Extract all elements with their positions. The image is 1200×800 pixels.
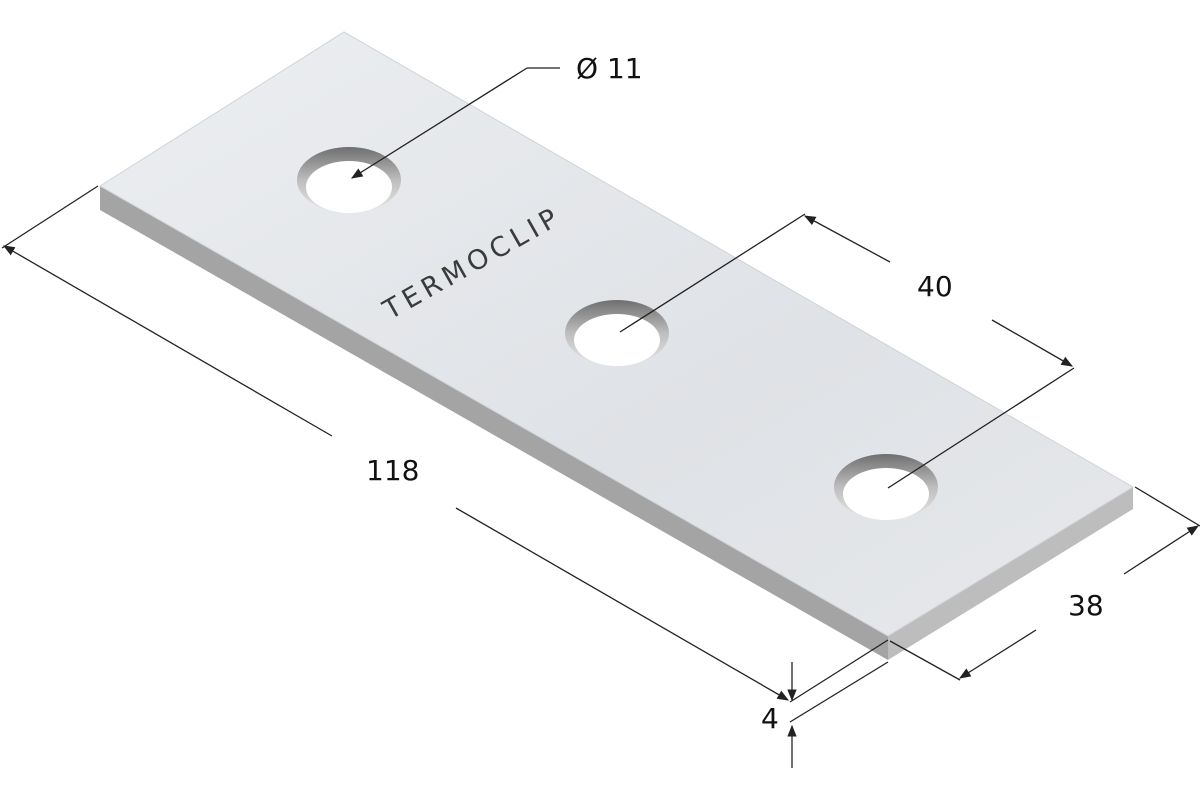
metal-plate: TERMOCLIP: [99, 31, 1134, 660]
mounting-hole-2: [565, 300, 669, 366]
hole-diameter-label: Ø 11: [576, 52, 643, 85]
hole-diameter-callout: Ø 11: [351, 52, 643, 179]
thickness-dimension: 4: [761, 661, 889, 768]
width-dimension: 38: [889, 486, 1200, 681]
length-label: 118: [366, 454, 419, 487]
length-dimension: 118: [1, 185, 889, 703]
plate-side-face-long: [100, 186, 888, 660]
hole-spacing-dimension: 40: [619, 213, 1075, 489]
thickness-label: 4: [761, 702, 779, 735]
width-label: 38: [1068, 589, 1104, 622]
plate-side-face-short: [888, 487, 1133, 660]
hole-spacing-label: 40: [917, 270, 953, 303]
mounting-hole-3: [834, 454, 938, 520]
